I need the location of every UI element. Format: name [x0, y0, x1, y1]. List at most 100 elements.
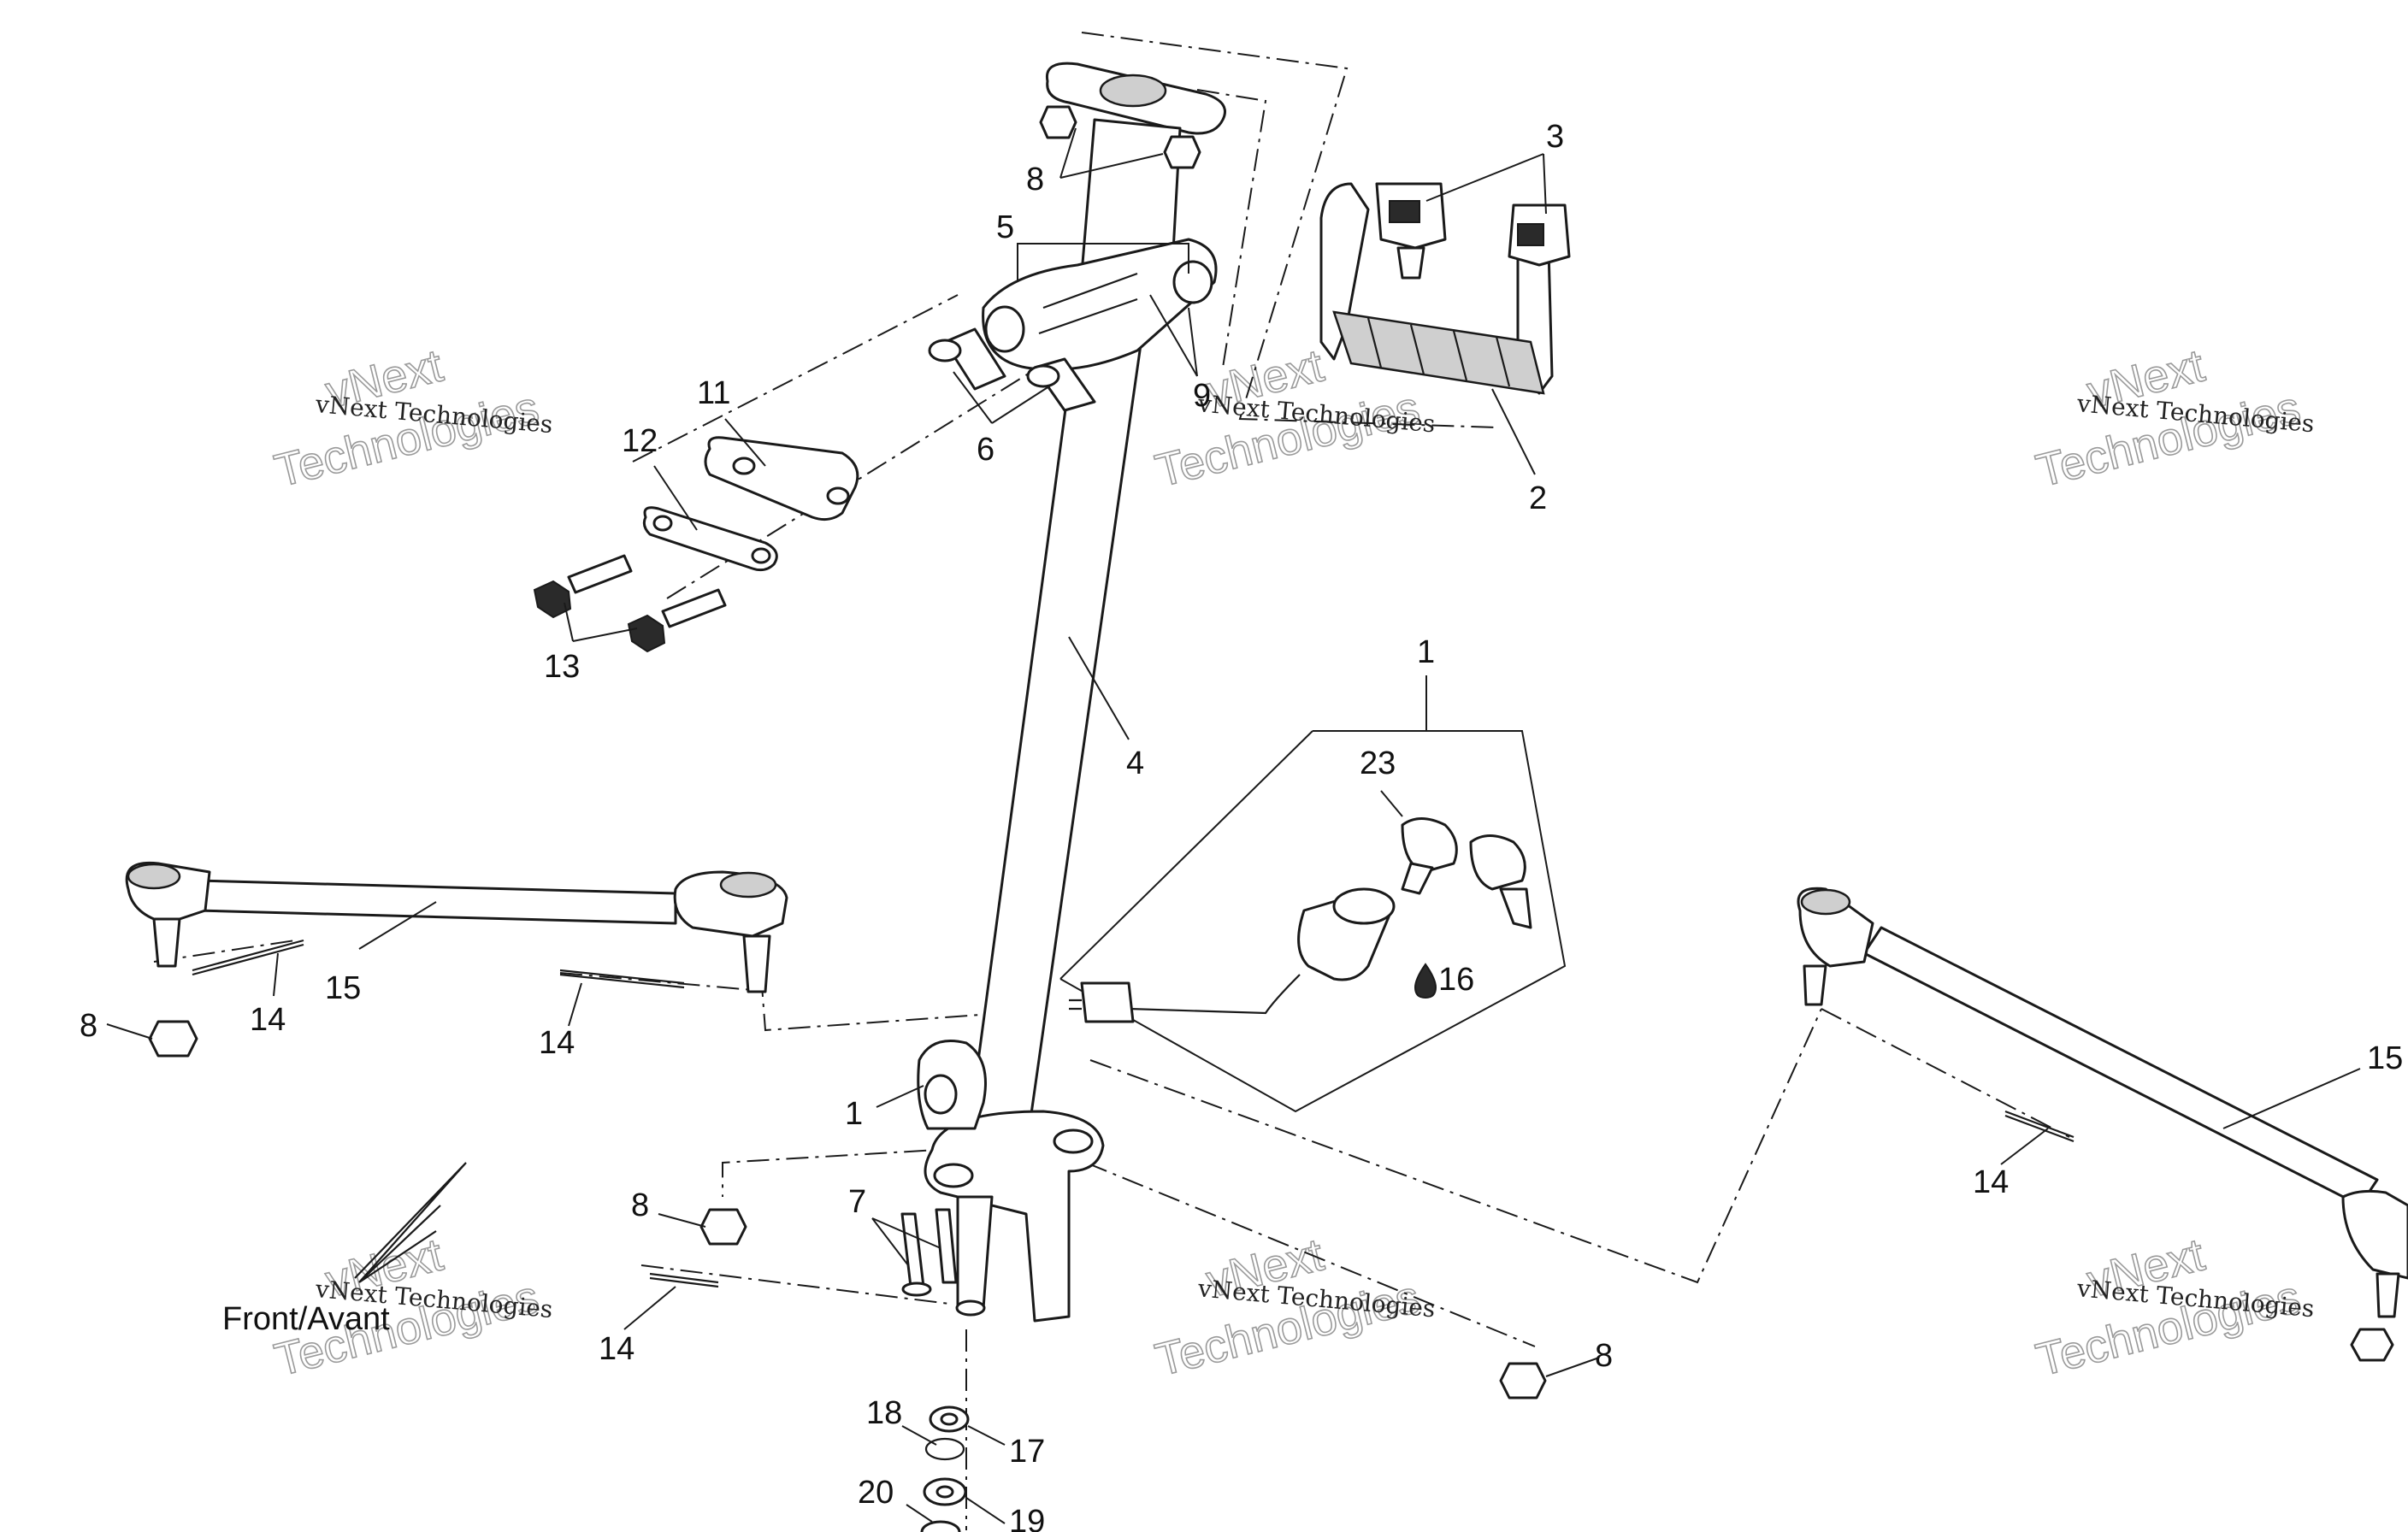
callout-14-lower: 14	[599, 1331, 634, 1367]
leader-6-a	[953, 371, 993, 424]
leader-19	[965, 1497, 1006, 1524]
callout-13: 13	[544, 649, 580, 685]
callout-2: 2	[1529, 480, 1547, 516]
spacer-19-hole	[935, 1485, 954, 1499]
leader-7-b	[871, 1217, 941, 1249]
callout-numbers: 8 5 3 9 2 11 12 6 13 4 1 23 16 15 14 14 …	[80, 119, 2403, 1532]
key-2-blade	[1499, 887, 1532, 929]
callout-8-right: 8	[1595, 1338, 1613, 1374]
tie-rod-right	[1797, 887, 2408, 1362]
callout-12: 12	[622, 423, 658, 459]
dash-cotter-right	[1821, 1008, 2070, 1138]
front-label: Front/Avant	[222, 1301, 390, 1337]
bushing-block	[982, 238, 1218, 371]
tie-rod-left	[125, 861, 788, 993]
o-ring-18	[924, 1437, 965, 1461]
nut-left	[148, 1020, 198, 1058]
top-nut-left	[1039, 105, 1077, 139]
retainer-plate-body	[642, 506, 778, 572]
callout-20: 20	[858, 1475, 894, 1511]
leader-7-a	[871, 1217, 909, 1266]
lock-cylinder-face	[924, 1074, 958, 1115]
steering-column	[924, 62, 1226, 1323]
callout-1-lock: 1	[845, 1096, 863, 1132]
castle-nuts	[148, 1020, 1547, 1399]
ignition-switch-face	[1332, 887, 1396, 925]
clamp-plate-body	[704, 436, 859, 521]
callout-15-left: 15	[325, 970, 361, 1006]
ignition-kit-bracket	[1059, 730, 1567, 1113]
cotter-pin-mid	[559, 969, 685, 989]
leader-14-lower	[623, 1286, 676, 1330]
callout-14-right: 14	[1973, 1164, 2009, 1200]
dash-handlebar-box	[1081, 32, 1497, 428]
leader-8-top-a	[1059, 127, 1077, 179]
bolt-upper-shank	[567, 554, 633, 594]
front-arrow-lines	[354, 1162, 467, 1283]
column-lower-hole	[1053, 1128, 1094, 1154]
ignition-kit	[1059, 730, 1567, 1113]
callout-23: 23	[1360, 745, 1396, 781]
clamp-plate-hole-2	[826, 486, 850, 505]
callout-6: 6	[977, 432, 994, 468]
callout-16: 16	[1438, 962, 1474, 998]
housing-bolts	[900, 1208, 958, 1297]
tie-rod-right-shaft	[1862, 926, 2379, 1207]
retainer-plate	[642, 506, 778, 572]
key-1-head	[1401, 817, 1458, 874]
callout-9: 9	[1193, 378, 1211, 414]
dash-cotter-mid	[559, 972, 753, 991]
leader-14-left	[273, 952, 279, 997]
housing-bolt-2	[935, 1208, 958, 1284]
retainer-hole-1	[652, 515, 673, 532]
column-lower-shaft	[956, 1195, 994, 1310]
leader-23	[1380, 790, 1403, 817]
key-1-blade	[1401, 862, 1434, 895]
lower-stack	[920, 1405, 970, 1532]
callout-8-left: 8	[80, 1008, 97, 1044]
callout-8-lower: 8	[631, 1187, 649, 1223]
ignition-kit-bracket-left	[1059, 730, 1313, 980]
column-lower-hole-2	[933, 1163, 974, 1188]
tie-rod-right-nut	[2350, 1328, 2394, 1362]
bolt-upper-head	[533, 580, 572, 619]
leader-4	[1068, 636, 1130, 740]
dash-nut-right	[1085, 1162, 1536, 1347]
leader-5	[1017, 243, 1189, 282]
cotter-pin-lower	[649, 1272, 719, 1288]
callout-18: 18	[866, 1395, 902, 1431]
ignition-connector-pins	[1069, 999, 1082, 1011]
leader-9-b	[1188, 307, 1198, 377]
leader-1-lock	[876, 1085, 924, 1108]
leader-20	[906, 1504, 933, 1523]
leader-17	[967, 1425, 1006, 1446]
dash-clamp-box	[1196, 89, 1267, 368]
callout-8-top: 8	[1026, 162, 1044, 197]
leader-8-lower	[658, 1213, 706, 1228]
assembly-dash-lines	[153, 32, 2070, 1530]
column-top-hub	[1099, 74, 1167, 108]
top-nut-right	[1163, 135, 1201, 169]
upper-cap-left-insert	[1389, 200, 1420, 223]
bushing-ribs	[1038, 272, 1138, 335]
leader-8-left	[106, 1023, 153, 1040]
callout-3: 3	[1546, 119, 1564, 155]
cotter-pin-right	[2004, 1110, 2075, 1143]
tie-rod-left-end-b-stud	[742, 934, 771, 993]
seal-20	[920, 1520, 961, 1532]
top-nuts	[1039, 105, 1201, 169]
front-direction-arrow-icon	[354, 1162, 467, 1283]
column-lower-tip	[955, 1299, 986, 1317]
upper-cap-right-insert	[1517, 223, 1544, 246]
leader-8-right	[1545, 1357, 1600, 1377]
callout-1-kit: 1	[1417, 634, 1435, 670]
leader-11	[724, 418, 766, 467]
leader-13-b	[572, 628, 638, 642]
leader-13-a	[564, 602, 574, 642]
dash-bolt-lower	[666, 358, 1053, 599]
callout-11: 11	[697, 375, 730, 411]
flange-bolts	[533, 554, 727, 653]
nut-lower	[699, 1208, 747, 1246]
bushing-hole-left	[984, 305, 1025, 353]
